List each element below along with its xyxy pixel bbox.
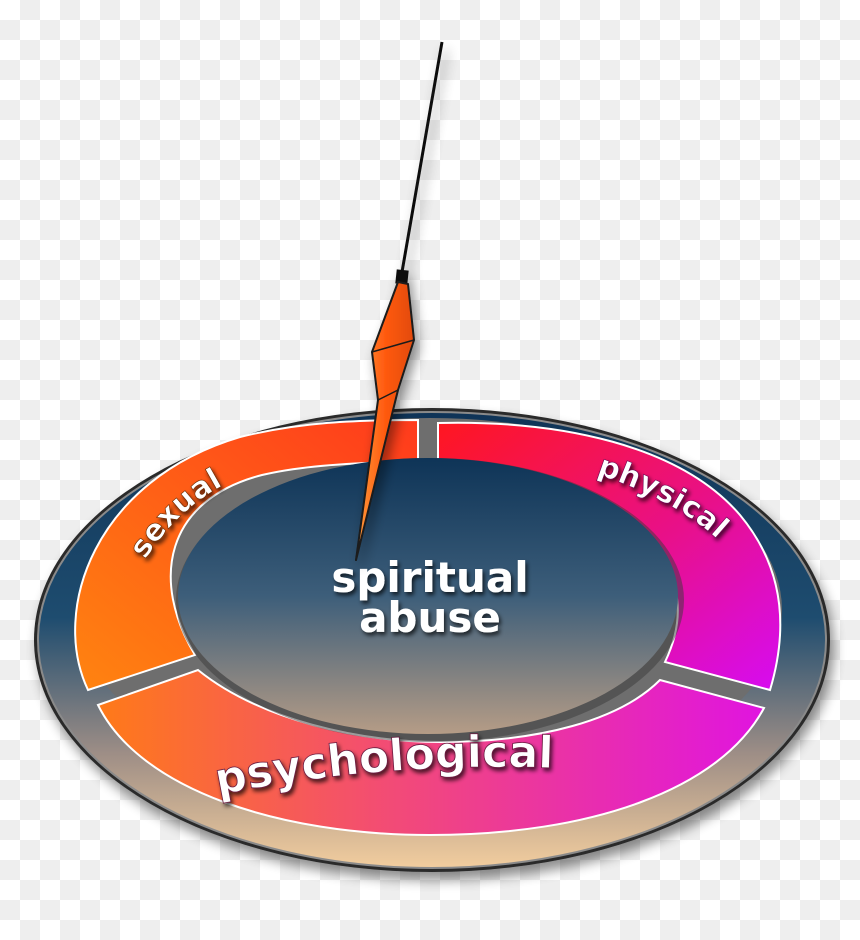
segment-sexual — [74, 418, 419, 692]
center-hub — [176, 458, 684, 742]
center-label-line1: spiritual — [331, 553, 528, 602]
center-label-line2: abuse — [359, 593, 501, 642]
pendulum-icon — [355, 41, 444, 561]
